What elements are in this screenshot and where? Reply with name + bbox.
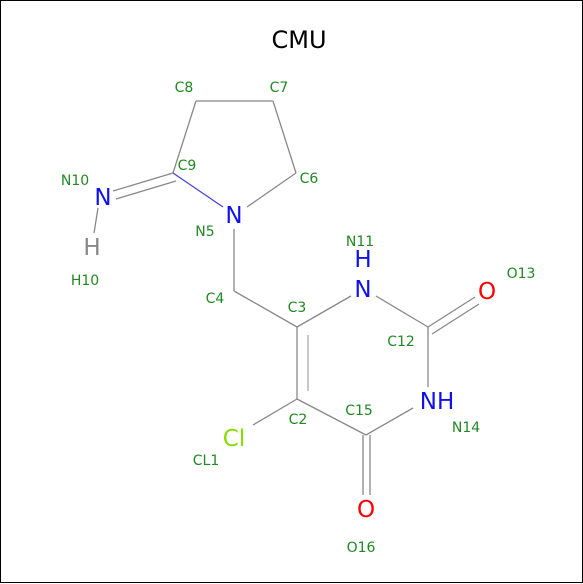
bond-c3-n11 (296, 295, 352, 328)
label-n14: N14 (452, 420, 480, 436)
bond-c7-c6 (272, 100, 297, 174)
diagram-title: CMU (271, 26, 326, 54)
atom-n14: NH (420, 389, 455, 415)
label-c7: C7 (270, 80, 289, 96)
label-c6: C6 (300, 171, 319, 187)
label-c8: C8 (175, 80, 194, 96)
label-c3: C3 (288, 300, 307, 316)
bond-c6-n5 (246, 172, 297, 208)
atom-n10: N (94, 185, 111, 211)
atom-h10: H (83, 235, 100, 261)
bond-c9-n5 (172, 172, 224, 208)
label-n10: N10 (61, 173, 89, 189)
bond-c9-n10-b (115, 180, 177, 200)
atom-n5: N (225, 203, 242, 229)
label-n5: N5 (195, 224, 214, 240)
label-o16: O16 (347, 540, 376, 556)
atom-cl1: Cl (223, 426, 245, 452)
label-o13: O13 (507, 266, 536, 282)
label-c12: C12 (387, 334, 415, 350)
label-h10: H10 (71, 273, 99, 289)
bond-n11-c12 (375, 295, 429, 328)
bond-c12-o13-a (427, 296, 476, 328)
label-c4: C4 (206, 291, 225, 307)
label-c9: C9 (178, 158, 197, 174)
bond-c4-c3 (233, 290, 298, 328)
bond-n10-h10 (93, 207, 99, 234)
bond-c12-o13-b (431, 303, 480, 335)
atom-o16: O (357, 497, 375, 523)
atom-o13: O (478, 279, 496, 305)
bond-c15-c2 (296, 398, 367, 436)
bond-n14-c15 (365, 407, 414, 436)
label-n11: N11 (346, 234, 374, 250)
bond-c8-c9 (172, 100, 197, 174)
bond-c2-cl1 (252, 398, 298, 426)
label-c15: C15 (345, 403, 373, 419)
atom-n11: N (354, 277, 371, 303)
atom-n11-h: H (354, 247, 371, 273)
label-cl1: CL1 (193, 453, 219, 469)
bond-c9-n10-a (112, 172, 174, 192)
label-c2: C2 (289, 412, 308, 428)
